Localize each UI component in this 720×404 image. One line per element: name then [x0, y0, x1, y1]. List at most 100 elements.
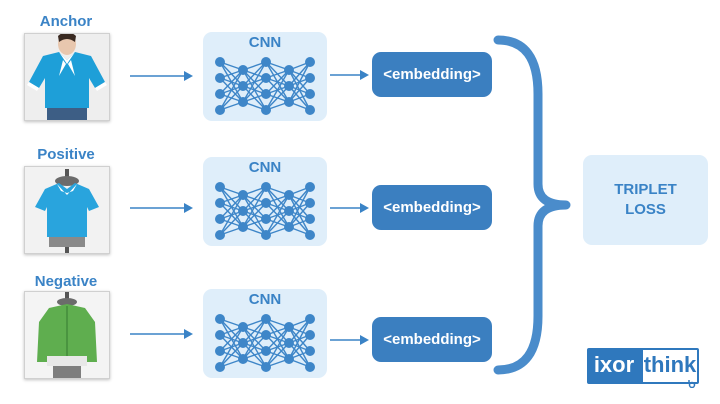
network-node — [238, 65, 248, 75]
network-node — [238, 206, 248, 216]
network-node — [215, 105, 225, 115]
loss-line-1: TRIPLET — [614, 181, 677, 198]
network-edge — [242, 61, 267, 103]
network-node — [284, 81, 294, 91]
network-edge — [265, 326, 290, 352]
cnn-box-negative: CNN — [203, 289, 327, 378]
network-node — [261, 230, 271, 240]
network-edge — [265, 85, 290, 111]
network-node — [238, 97, 248, 107]
network-node — [215, 198, 225, 208]
network-edge — [288, 61, 311, 87]
arrow-icon — [330, 203, 369, 213]
network-node — [284, 65, 294, 75]
network-node — [305, 230, 315, 240]
network-edge — [288, 318, 311, 360]
positive-blouse-image — [25, 167, 109, 253]
network-edge — [265, 210, 290, 236]
network-node — [305, 73, 315, 83]
network-edge — [219, 85, 244, 111]
network-edge — [242, 77, 267, 103]
negative-cardigan-image — [25, 292, 109, 378]
logo-ixor: ixor — [587, 348, 641, 384]
network-edge — [265, 326, 290, 368]
network-edge — [288, 61, 311, 103]
network-node — [305, 182, 315, 192]
network-edge — [288, 186, 311, 212]
network-edge — [219, 69, 244, 95]
network-node — [215, 346, 225, 356]
network-edge — [242, 334, 267, 360]
cnn-title: CNN — [248, 291, 282, 308]
network-edge — [288, 77, 311, 103]
network-edge — [288, 186, 311, 228]
arrow-icon — [330, 335, 369, 345]
network-node — [261, 182, 271, 192]
network-node — [261, 362, 271, 372]
arrow-icon — [330, 70, 369, 80]
network-icon — [215, 57, 315, 115]
embedding-box-positive: <embedding> — [372, 185, 492, 230]
network-edge — [265, 342, 290, 368]
network-edge — [265, 69, 290, 111]
network-edge — [219, 326, 244, 352]
anchor-photo — [24, 33, 110, 121]
cnn-title: CNN — [248, 159, 282, 176]
anchor-label: Anchor — [39, 13, 93, 30]
network-edge — [265, 69, 290, 95]
network-edge — [219, 69, 244, 111]
triplet-loss-box: TRIPLET LOSS — [583, 155, 708, 245]
cnn-title: CNN — [248, 34, 282, 51]
network-edge — [242, 186, 267, 228]
loss-line-2: LOSS — [625, 201, 666, 218]
arrow-icon — [130, 329, 193, 339]
embedding-box-anchor: <embedding> — [372, 52, 492, 97]
network-node — [215, 89, 225, 99]
logo-dot-icon — [688, 380, 696, 388]
logo-think: think — [641, 348, 699, 384]
network-icon — [215, 314, 315, 372]
network-node — [215, 230, 225, 240]
network-node — [305, 214, 315, 224]
network-node — [261, 73, 271, 83]
network-node — [284, 354, 294, 364]
network-node — [215, 73, 225, 83]
network-edge — [242, 202, 267, 228]
network-node — [238, 222, 248, 232]
network-edge — [219, 194, 244, 220]
network-edge — [265, 194, 290, 236]
network-node — [215, 57, 225, 67]
network-node — [284, 206, 294, 216]
arrow-icon — [130, 71, 193, 81]
network-node — [261, 214, 271, 224]
network-edge — [242, 61, 267, 87]
network-node — [284, 222, 294, 232]
network-node — [261, 346, 271, 356]
brace-icon — [493, 35, 571, 375]
network-node — [261, 314, 271, 324]
network-node — [238, 338, 248, 348]
network-edge — [219, 210, 244, 236]
network-node — [305, 57, 315, 67]
ixorthink-logo: ixor think — [587, 348, 699, 388]
network-node — [261, 198, 271, 208]
network-node — [261, 89, 271, 99]
network-edge — [242, 318, 267, 344]
cnn-box-positive: CNN — [203, 157, 327, 246]
network-node — [305, 89, 315, 99]
positive-photo — [24, 166, 110, 254]
network-node — [238, 322, 248, 332]
cnn-box-anchor: CNN — [203, 32, 327, 121]
network-node — [305, 198, 315, 208]
network-node — [284, 97, 294, 107]
network-node — [261, 330, 271, 340]
network-node — [284, 338, 294, 348]
network-node — [261, 105, 271, 115]
network-node — [238, 190, 248, 200]
anchor-blouse-image — [25, 34, 109, 120]
negative-label: Negative — [34, 273, 98, 290]
network-node — [238, 354, 248, 364]
network-node — [305, 346, 315, 356]
network-edge — [265, 194, 290, 220]
network-edge — [219, 326, 244, 368]
